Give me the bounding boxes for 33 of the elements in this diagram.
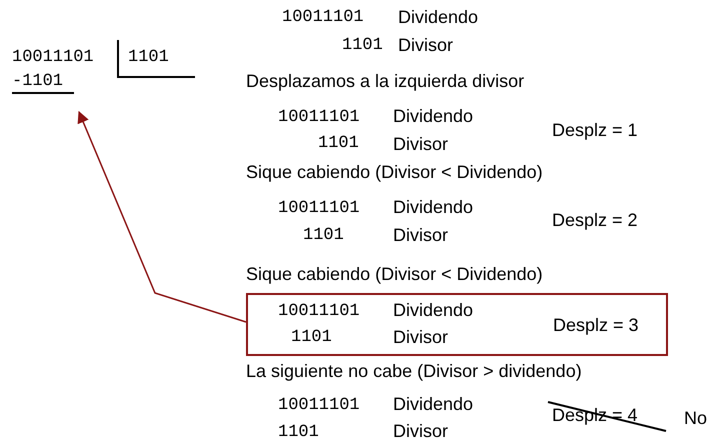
binary-number: 10011101 [278, 302, 360, 322]
row-label: Divisor [393, 134, 448, 154]
row-label: Dividendo [398, 7, 478, 27]
row-label: Divisor [393, 225, 448, 245]
step-note: Sique cabiendo (Divisor < Dividendo) [246, 264, 543, 284]
subtrahend-number: -1101 [12, 72, 74, 94]
highlight-box [246, 293, 668, 356]
divisor-number: 1101 [128, 48, 169, 68]
answer-label: No [684, 408, 708, 428]
shift-label: Desplz = 1 [552, 120, 638, 140]
shift-label: Desplz = 3 [553, 315, 639, 335]
dividend-number: 10011101 [12, 48, 94, 68]
row-label: Divisor [393, 327, 448, 347]
row-label: Divisor [393, 421, 448, 441]
binary-number: 1101 [342, 36, 383, 56]
binary-number: 10011101 [278, 199, 360, 219]
arrow [78, 110, 246, 323]
binary-number: 1101 [291, 328, 332, 348]
binary-number: 10011101 [282, 8, 364, 28]
row-label: Dividendo [393, 197, 474, 217]
row-label: Divisor [398, 35, 454, 55]
binary-number: 1101 [318, 134, 359, 154]
row-label: Dividendo [393, 300, 474, 320]
binary-number: 10011101 [278, 396, 360, 416]
step-note: La siguiente no cabe (Divisor > dividendo) [246, 361, 582, 381]
step-note: Sique cabiendo (Divisor < Dividendo) [246, 162, 543, 182]
shift-label: Desplz = 2 [552, 210, 638, 230]
binary-number: 1101 [303, 226, 344, 246]
row-label: Dividendo [393, 394, 474, 414]
binary-number: 10011101 [278, 108, 360, 128]
row-label: Dividendo [393, 106, 474, 126]
step-note: Desplazamos a la izquierda divisor [246, 71, 524, 91]
binary-number: 1101 [278, 423, 319, 441]
